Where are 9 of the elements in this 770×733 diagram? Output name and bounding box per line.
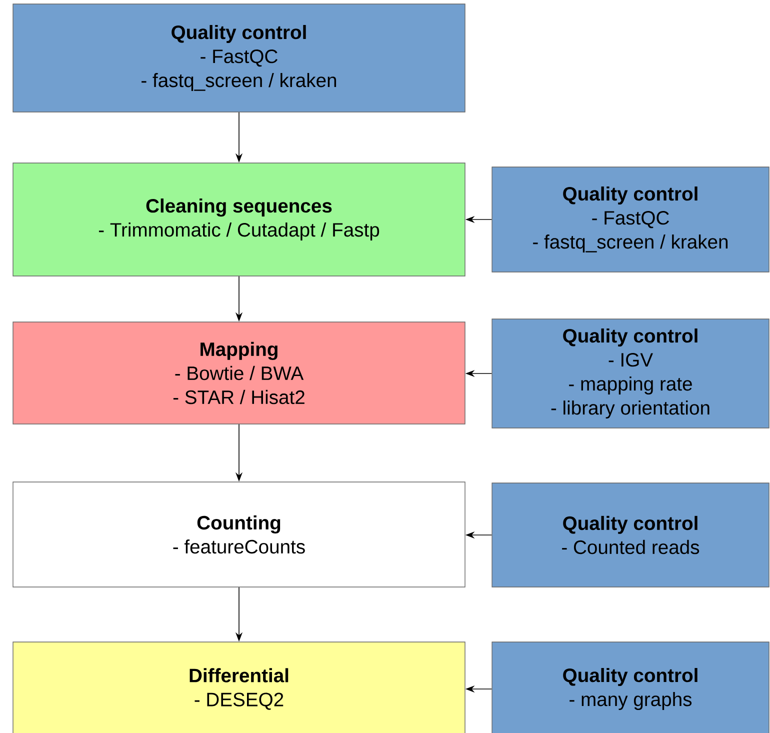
quality-control-box: Quality control - many graphs bbox=[492, 642, 770, 733]
process-box: Cleaning sequences - Trimmomatic / Cutadapt / Fastp bbox=[12, 162, 466, 276]
process-box: Differential - DESEQ2 bbox=[12, 642, 466, 733]
quality-control-box: Quality control - Counted reads bbox=[492, 482, 770, 588]
process-box: Quality control - FastQC - fastq_screen / kraken bbox=[12, 4, 466, 112]
quality-control-box: Quality control - IGV - mapping rate - library orientation bbox=[492, 318, 770, 428]
quality-control-box: Quality control - FastQC - fastq_screen / kraken bbox=[492, 166, 770, 272]
process-box: Counting - featureCounts bbox=[12, 482, 466, 588]
process-box: Mapping - Bowtie / BWA - STAR / Hisat2 bbox=[12, 322, 466, 424]
